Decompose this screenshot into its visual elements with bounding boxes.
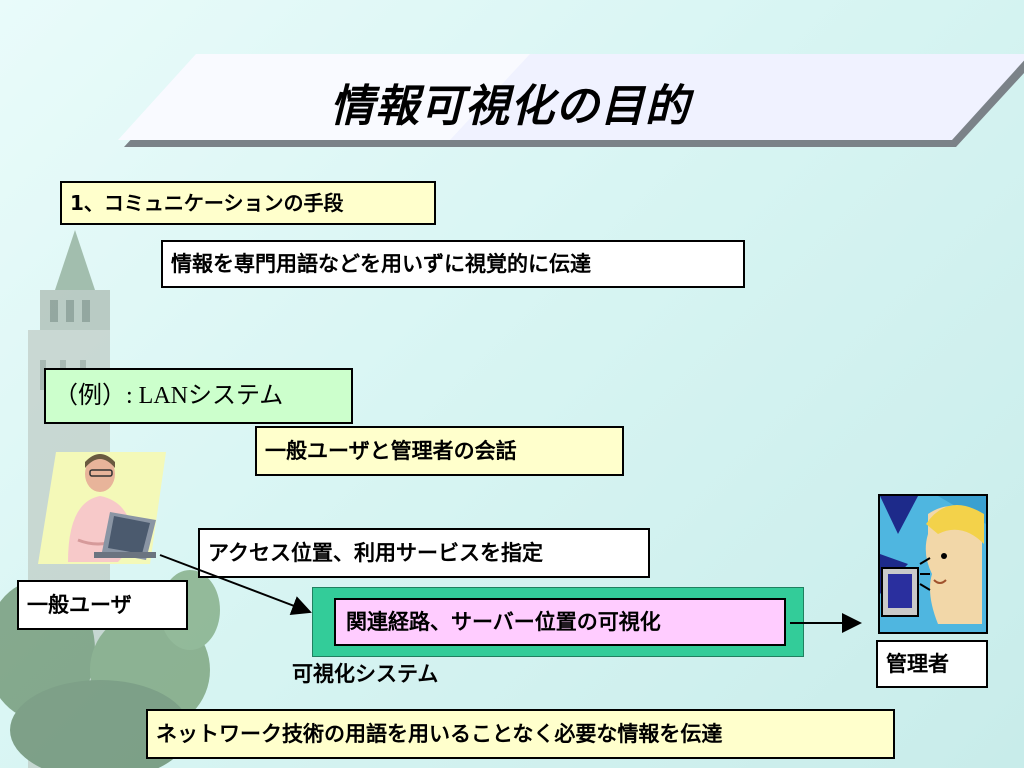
conversation-box: 一般ユーザと管理者の会話 [255, 426, 624, 476]
system-caption: 可視化システム [292, 662, 439, 686]
page-title: 情報可視化の目的 [330, 81, 690, 132]
example-box: （例）: LANシステム [44, 368, 353, 424]
user-at-laptop-icon [38, 452, 166, 564]
visualize-box: 関連経路、サーバー位置の可視化 [334, 598, 786, 646]
admin-label: 管理者 [876, 640, 988, 688]
purpose-box: 1、コミュニケーションの手段 [60, 181, 436, 225]
general-user-label: 一般ユーザ [17, 580, 188, 630]
title-banner [118, 54, 1024, 147]
purpose-detail-box: 情報を専門用語などを用いずに視覚的に伝達 [161, 240, 745, 288]
conclusion-box: ネットワーク技術の用語を用いることなく必要な情報を伝達 [146, 709, 895, 759]
specify-box: アクセス位置、利用サービスを指定 [198, 528, 650, 578]
admin-at-monitor-icon [878, 494, 988, 634]
